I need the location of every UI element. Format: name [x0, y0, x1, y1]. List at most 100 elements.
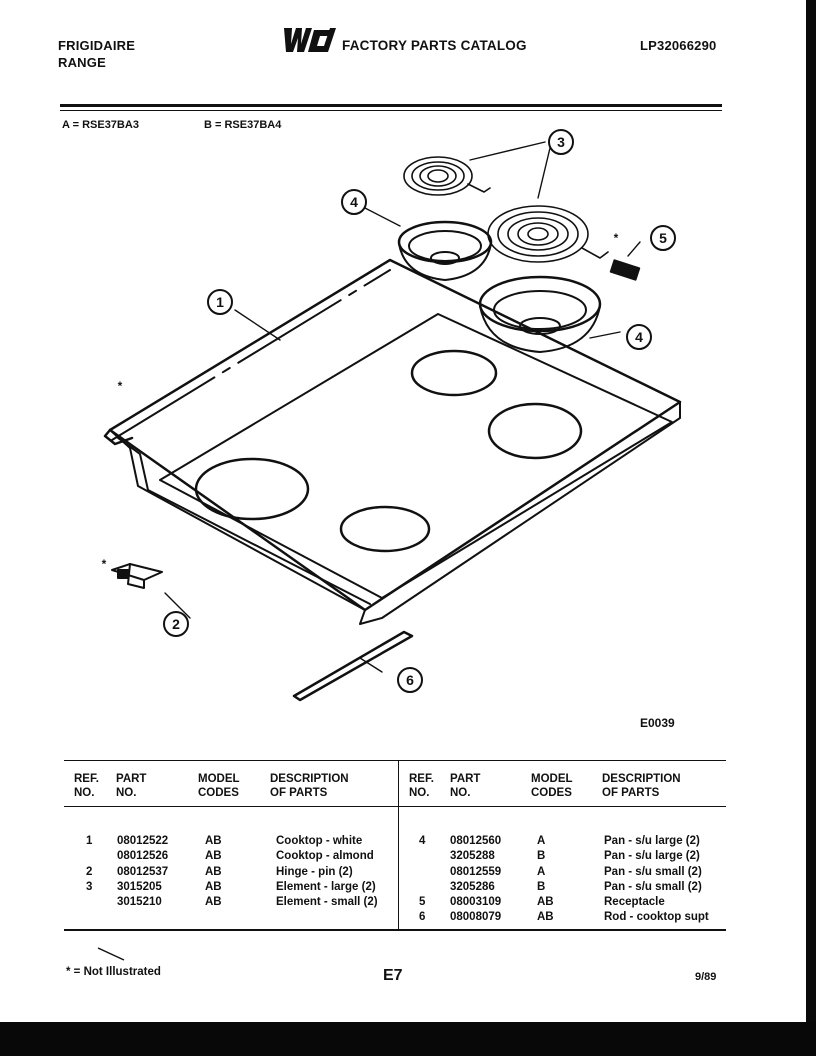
- table-cell: B: [537, 880, 546, 893]
- table-bottom-rule: [64, 929, 726, 931]
- table-cell: [419, 865, 425, 880]
- table-cell: 08012559: [450, 865, 502, 878]
- header-ref-left: REF.NO.: [74, 773, 99, 799]
- table-cell: 08012522: [117, 835, 169, 847]
- callout-2: 2: [172, 616, 180, 632]
- left-desc-column: Cooktop - white Cooktop - almond Hinge -…: [276, 834, 378, 910]
- table-cell: 3015205: [117, 880, 162, 893]
- table-cell: Hinge - pin (2): [276, 865, 353, 878]
- left-part-column: 08012522 08012526 08012537 3015205 30152…: [117, 834, 168, 910]
- table-cell: Pan - s/u large (2): [604, 835, 700, 847]
- table-cell: 5: [419, 896, 426, 909]
- catalog-number: LP32066290: [640, 38, 717, 53]
- exploded-parts-diagram: 1 2 3 4 4 5 6 * * *: [102, 129, 682, 702]
- asterisk-mark: *: [118, 379, 123, 393]
- table-cell: 08008079: [450, 911, 502, 924]
- header-rule: [60, 104, 722, 107]
- callout-5: 5: [659, 230, 667, 246]
- hinge-pin: [111, 563, 163, 589]
- cooktop-panel: [103, 258, 682, 625]
- table-cell: 3205286: [450, 880, 495, 893]
- diagram-code: E0039: [640, 716, 675, 730]
- table-cell: [86, 849, 92, 864]
- table-divider: [398, 760, 399, 930]
- drip-pan-small: [397, 220, 493, 281]
- table-cell: AB: [205, 896, 222, 909]
- table-cell: 6: [419, 911, 426, 924]
- cooktop-support-rod: [292, 630, 414, 702]
- table-cell: Pan - s/u large (2): [604, 850, 700, 863]
- asterisk-mark: *: [614, 231, 619, 245]
- not-illustrated-footnote: * = Not Illustrated: [66, 966, 161, 978]
- callout-3: 3: [557, 134, 565, 150]
- table-cell: AB: [205, 865, 222, 878]
- asterisk-mark: *: [102, 557, 107, 571]
- drip-pan-large: [478, 275, 602, 353]
- table-cell: AB: [205, 850, 222, 863]
- table-top-rule: [64, 760, 726, 761]
- callout-4b: 4: [635, 329, 643, 345]
- table-cell: Element - large (2): [276, 880, 376, 893]
- table-cell: AB: [205, 835, 222, 847]
- right-ref-column: 4 5 6: [419, 834, 425, 926]
- callout-circles: [163, 129, 676, 693]
- model-b-label: B = RSE37BA4: [204, 119, 282, 131]
- table-cell: 08012537: [117, 865, 169, 878]
- table-cell: [419, 849, 425, 864]
- callout-1: 1: [216, 294, 224, 310]
- table-cell: A: [537, 865, 546, 878]
- scan-edge-right: [806, 0, 816, 1025]
- catalog-title: FACTORY PARTS CATALOG: [342, 38, 527, 53]
- table-cell: [86, 895, 92, 910]
- table-cell: 3: [86, 880, 93, 893]
- scan-edge-bottom: [0, 1022, 816, 1056]
- left-ref-column: 1 2 3: [86, 834, 92, 910]
- table-cell: B: [537, 850, 546, 863]
- coil-element-large: [487, 205, 609, 263]
- table-cell: 08012526: [117, 850, 169, 863]
- callout-4a: 4: [350, 194, 358, 210]
- table-cell: A: [537, 835, 546, 847]
- table-cell: 2: [86, 865, 93, 878]
- header-rule-thin: [60, 110, 722, 111]
- page-date: 9/89: [695, 971, 717, 983]
- wci-logo: [284, 28, 336, 52]
- burner-holes: [194, 349, 583, 553]
- table-cell: 08003109: [450, 896, 502, 909]
- table-cell: 3205288: [450, 850, 495, 863]
- scan-mark: [97, 947, 125, 961]
- table-cell: Receptacle: [604, 896, 665, 909]
- table-cell: [419, 880, 425, 895]
- table-header-rule: [64, 806, 726, 807]
- table-cell: Pan - s/u small (2): [604, 880, 702, 893]
- callout-6: 6: [406, 672, 414, 688]
- page-number: E7: [383, 967, 403, 984]
- brand-name: FRIGIDAIRE: [58, 38, 136, 53]
- header-ref-right: REF.NO.: [409, 773, 434, 799]
- receptacle: [609, 259, 641, 281]
- table-cell: Cooktop - white: [276, 835, 363, 847]
- model-a-label: A = RSE37BA3: [62, 119, 139, 131]
- table-cell: AB: [537, 911, 554, 924]
- table-cell: Rod - cooktop supt: [604, 911, 709, 924]
- table-cell: Element - small (2): [276, 896, 378, 909]
- table-cell: 4: [419, 835, 426, 847]
- table-cell: Cooktop - almond: [276, 850, 374, 863]
- product-type: RANGE: [58, 55, 106, 70]
- table-cell: AB: [205, 880, 222, 893]
- table-cell: Pan - s/u small (2): [604, 865, 702, 878]
- table-cell: 3015210: [117, 896, 162, 909]
- right-part-column: 08012560 3205288 08012559 3205286 080031…: [450, 834, 501, 926]
- right-model-column: A B A B AB AB: [537, 834, 554, 926]
- table-cell: 08012560: [450, 835, 502, 847]
- table-cell: AB: [537, 896, 554, 909]
- coil-element-small: [403, 156, 491, 196]
- left-model-column: AB AB AB AB AB: [205, 834, 222, 910]
- right-desc-column: Pan - s/u large (2) Pan - s/u large (2) …: [604, 834, 709, 926]
